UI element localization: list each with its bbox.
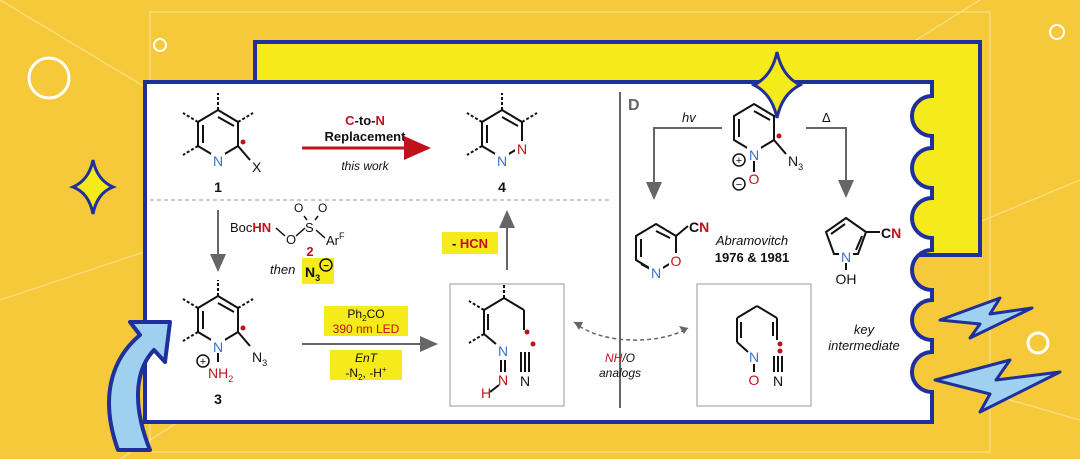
circle-icon	[1026, 331, 1050, 355]
years-label: 1976 & 1981	[715, 250, 789, 265]
key-intermediate-box	[696, 283, 812, 407]
compound-3-charge: +	[200, 356, 206, 368]
ph2co-label: Ph2CO	[347, 307, 384, 323]
diazene-intermediate-box	[449, 283, 565, 407]
bochn-label: BocHN	[230, 220, 271, 235]
azide-charge: −	[323, 261, 329, 272]
compound-1-label: 1	[214, 179, 222, 195]
panel-d-label: D	[628, 97, 640, 114]
ent-label: EnT	[355, 351, 379, 365]
hv-arrow	[646, 127, 722, 200]
nh-o-label: NH/O	[605, 351, 635, 365]
pyrrole-n: N	[841, 249, 851, 265]
reagent-o-label: O	[286, 232, 296, 247]
compound-3-nh2: NH2	[208, 365, 233, 384]
n-oxide-o-label: O	[749, 171, 760, 187]
compound-1-structure	[182, 93, 254, 161]
abramovitch-label: Abramovitch	[715, 233, 788, 248]
key-int-o: O	[749, 372, 760, 388]
azide-label: N3	[305, 264, 320, 283]
delta-label: Δ	[822, 110, 831, 125]
compound-3-label: 3	[214, 391, 222, 407]
compound-4-label: 4	[498, 179, 506, 195]
key-label: key	[854, 322, 876, 337]
n-oxide-n3: N3	[788, 153, 803, 172]
compound-2-label: 2	[306, 244, 313, 259]
lightning-bolt-icon	[938, 296, 1034, 340]
diazene-n2: N	[498, 372, 508, 388]
oxazine-n: N	[651, 265, 661, 281]
nitrile-n: N	[520, 373, 530, 389]
n-oxide-plus: +	[736, 155, 742, 167]
this-work-label: this work	[341, 159, 389, 173]
diazene-n1: N	[498, 343, 508, 359]
then-label: then	[270, 262, 295, 277]
conditions-highlight-top	[324, 306, 408, 336]
hcn-label: - HCN	[452, 236, 488, 251]
conditions-highlight-bottom	[330, 350, 402, 380]
analogs-label: analogs	[599, 366, 641, 380]
sparkle-star-icon	[69, 159, 117, 215]
key-int-nitrile-n: N	[773, 373, 783, 389]
led-label: 390 nm LED	[333, 322, 400, 336]
n-oxide-n-label: N	[749, 147, 759, 163]
arf-label: ArF	[326, 231, 345, 248]
loss-label: -N2, -H+	[345, 365, 386, 382]
analogs-connector	[573, 321, 689, 341]
pyrrole-oh: OH	[836, 271, 857, 287]
key-intermediate-structure	[736, 305, 783, 372]
pyridine-n-label: N	[213, 153, 223, 169]
radical-dot	[240, 139, 246, 145]
circle-icon	[1049, 24, 1065, 40]
compound-3-n-label: N	[213, 339, 223, 355]
circle-icon	[153, 38, 167, 52]
oxazine-o: O	[671, 253, 682, 269]
hv-label: hv	[682, 110, 697, 125]
main-panel	[143, 80, 934, 424]
diazene-h: H	[481, 385, 491, 401]
reagent-o-top1: O	[294, 201, 303, 215]
curved-arrow-icon	[107, 320, 172, 452]
pyridazine-n1-label: N	[497, 153, 507, 169]
intermediate-label: intermediate	[828, 338, 900, 353]
key-int-n: N	[749, 349, 759, 365]
lightning-bolt-icon	[933, 358, 1062, 414]
hcn-highlight	[442, 232, 498, 254]
c-to-n-label: C-to-N	[345, 113, 385, 128]
reagent-s-label: S	[305, 220, 314, 235]
n-oxide-minus: −	[736, 179, 742, 191]
pyridazine-n2-label: N	[517, 141, 527, 157]
sparkle-star-icon	[750, 51, 804, 119]
diazene-intermediate-structure	[468, 284, 530, 393]
circle-icon	[27, 56, 71, 100]
x-substituent-label: X	[252, 159, 262, 175]
replacement-label: Replacement	[325, 129, 407, 144]
delta-arrow	[806, 127, 854, 198]
compound-3-n3: N3	[252, 349, 267, 368]
oxazine-cn: CN	[689, 219, 709, 235]
pyrrole-cn: CN	[881, 225, 901, 241]
reagent-o-top2: O	[318, 201, 327, 215]
